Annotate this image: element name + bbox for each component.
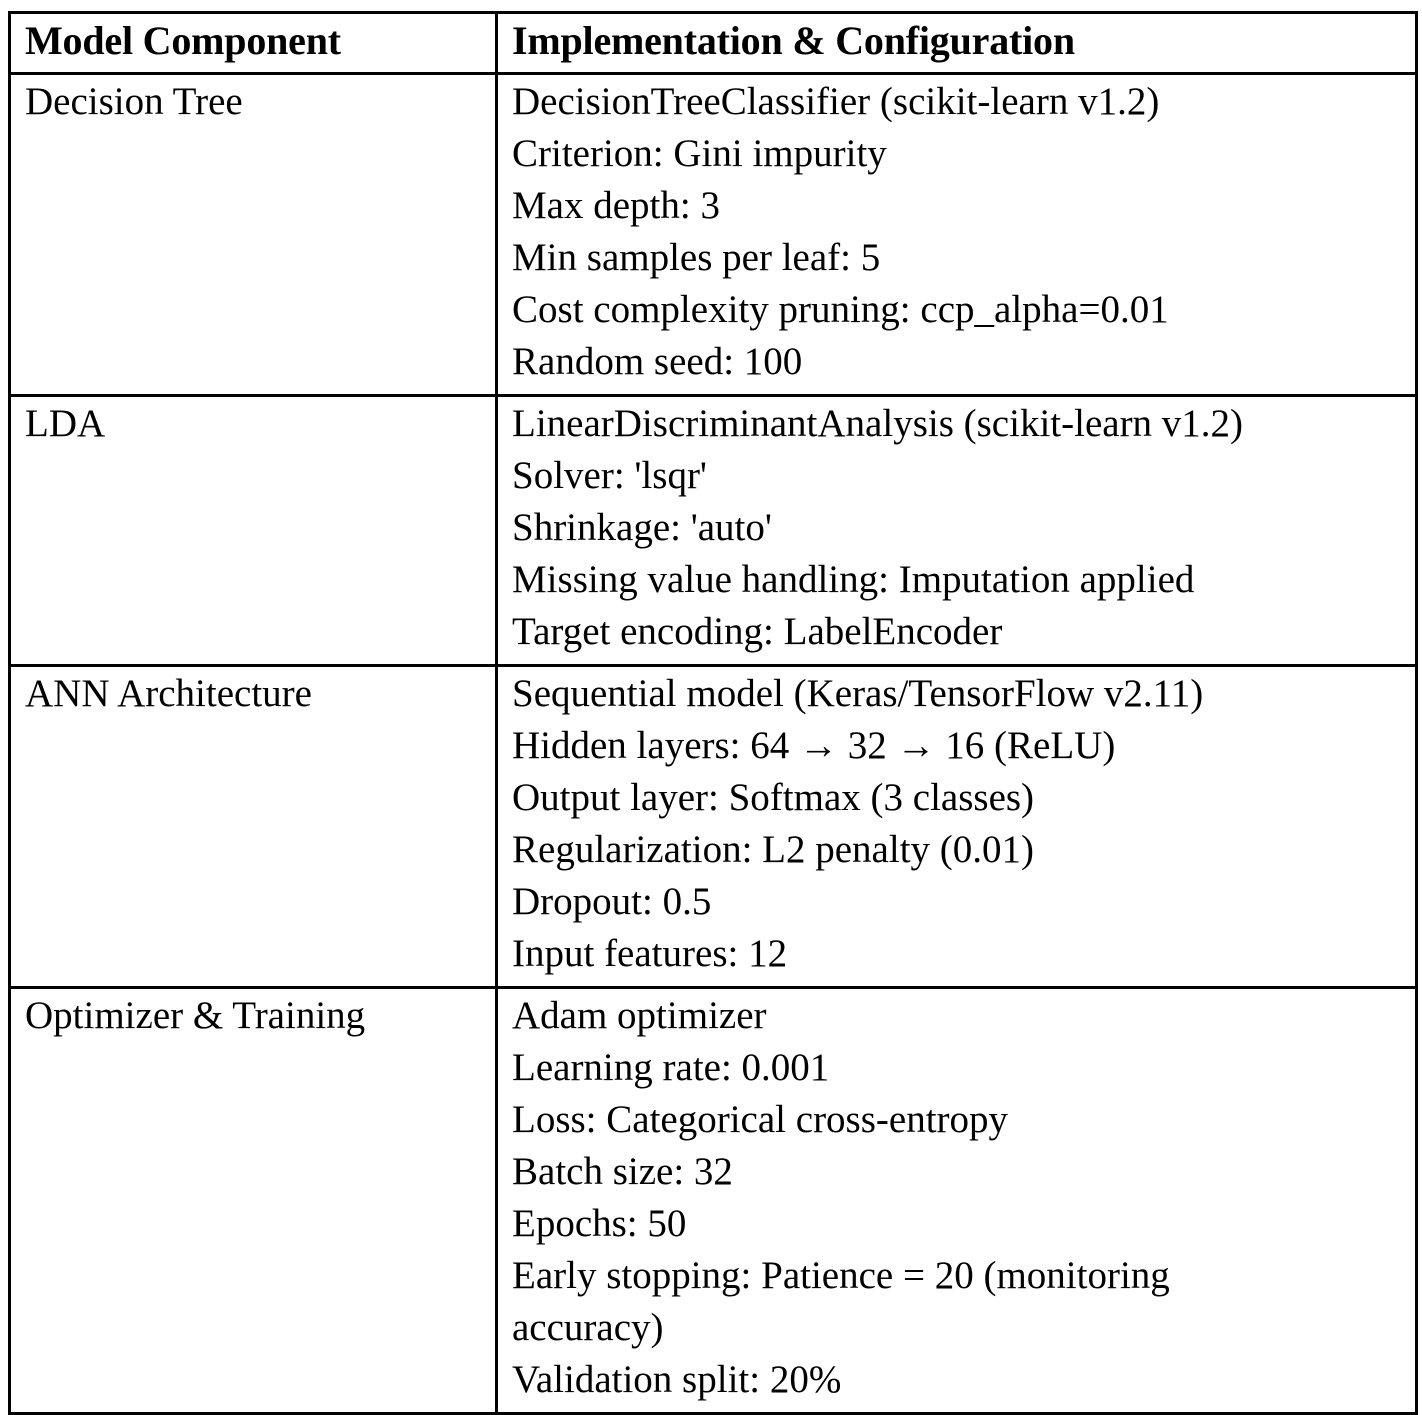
implementation-detail-line: Sequential model (Keras/TensorFlow v2.11…: [512, 672, 1204, 715]
implementation-detail-line: Target encoding: LabelEncoder: [512, 610, 1003, 653]
implementation-detail-line: Output layer: Softmax (3 classes): [512, 776, 1035, 819]
implementation-detail-line: Hidden layers: 64 → 32 → 16 (ReLU): [512, 724, 1116, 767]
implementation-detail-line: Missing value handling: Imputation appli…: [512, 558, 1195, 601]
implementation-detail-line: DecisionTreeClassifier (scikit-learn v1.…: [512, 80, 1160, 123]
table-header-row: Model Component Implementation & Configu…: [8, 11, 1418, 75]
implementation-detail-line: Loss: Categorical cross-entropy: [512, 1098, 1009, 1141]
column-header-implementation-configuration: Implementation & Configuration: [495, 11, 1418, 75]
cell-implementation-lda: LinearDiscriminantAnalysis (scikit-learn…: [495, 394, 1418, 667]
implementation-detail-line: Shrinkage: 'auto': [512, 506, 772, 549]
cell-component-optimizer-training: Optimizer & Training: [8, 986, 498, 1415]
implementation-detail-list: DecisionTreeClassifier (scikit-learn v1.…: [512, 76, 1415, 388]
cell-implementation-ann-architecture: Sequential model (Keras/TensorFlow v2.11…: [495, 664, 1418, 989]
implementation-detail-line: Input features: 12: [512, 932, 788, 975]
column-header-model-component-label: Model Component: [25, 18, 341, 63]
implementation-detail-line: Adam optimizer: [512, 994, 767, 1037]
table-row: ANN Architecture Sequential model (Keras…: [8, 664, 1418, 989]
implementation-detail-line: Epochs: 50: [512, 1202, 687, 1245]
component-name-label: LDA: [25, 402, 106, 445]
component-name-label: Optimizer & Training: [25, 994, 366, 1037]
cell-component-ann-architecture: ANN Architecture: [8, 664, 498, 989]
implementation-detail-line: Batch size: 32: [512, 1150, 733, 1193]
implementation-detail-line: Criterion: Gini impurity: [512, 132, 887, 175]
implementation-detail-line: LinearDiscriminantAnalysis (scikit-learn…: [512, 402, 1244, 445]
implementation-detail-line: Dropout: 0.5: [512, 880, 712, 923]
implementation-detail-line: Learning rate: 0.001: [512, 1046, 830, 1089]
implementation-detail-line: Random seed: 100: [512, 340, 803, 383]
implementation-detail-line: Validation split: 20%: [512, 1358, 842, 1401]
implementation-detail-line: Min samples per leaf: 5: [512, 236, 881, 279]
table-row: Optimizer & Training Adam optimizer Lear…: [8, 986, 1418, 1415]
table-header: Model Component Implementation & Configu…: [8, 11, 1418, 75]
component-name-label: ANN Architecture: [25, 672, 312, 715]
implementation-detail-list: Adam optimizer Learning rate: 0.001 Loss…: [512, 990, 1415, 1406]
implementation-detail-list: Sequential model (Keras/TensorFlow v2.11…: [512, 668, 1415, 980]
implementation-detail-line: Max depth: 3: [512, 184, 720, 227]
implementation-detail-line: Regularization: L2 penalty (0.01): [512, 828, 1035, 871]
implementation-detail-line: Early stopping: Patience = 20 (monitorin…: [512, 1254, 1170, 1349]
cell-implementation-optimizer-training: Adam optimizer Learning rate: 0.001 Loss…: [495, 986, 1418, 1415]
implementation-detail-line: Solver: 'lsqr': [512, 454, 707, 497]
cell-component-decision-tree: Decision Tree: [8, 72, 498, 397]
component-name-label: Decision Tree: [25, 80, 243, 123]
cell-implementation-decision-tree: DecisionTreeClassifier (scikit-learn v1.…: [495, 72, 1418, 397]
model-configuration-table: Model Component Implementation & Configu…: [8, 11, 1418, 1415]
implementation-detail-line: Cost complexity pruning: ccp_alpha=0.01: [512, 288, 1169, 331]
implementation-detail-list: LinearDiscriminantAnalysis (scikit-learn…: [512, 398, 1415, 658]
column-header-implementation-configuration-label: Implementation & Configuration: [512, 18, 1075, 63]
column-header-model-component: Model Component: [8, 11, 498, 75]
table-body: Decision Tree DecisionTreeClassifier (sc…: [8, 72, 1418, 1415]
cell-component-lda: LDA: [8, 394, 498, 667]
table-row: Decision Tree DecisionTreeClassifier (sc…: [8, 72, 1418, 397]
table-row: LDA LinearDiscriminantAnalysis (scikit-l…: [8, 394, 1418, 667]
